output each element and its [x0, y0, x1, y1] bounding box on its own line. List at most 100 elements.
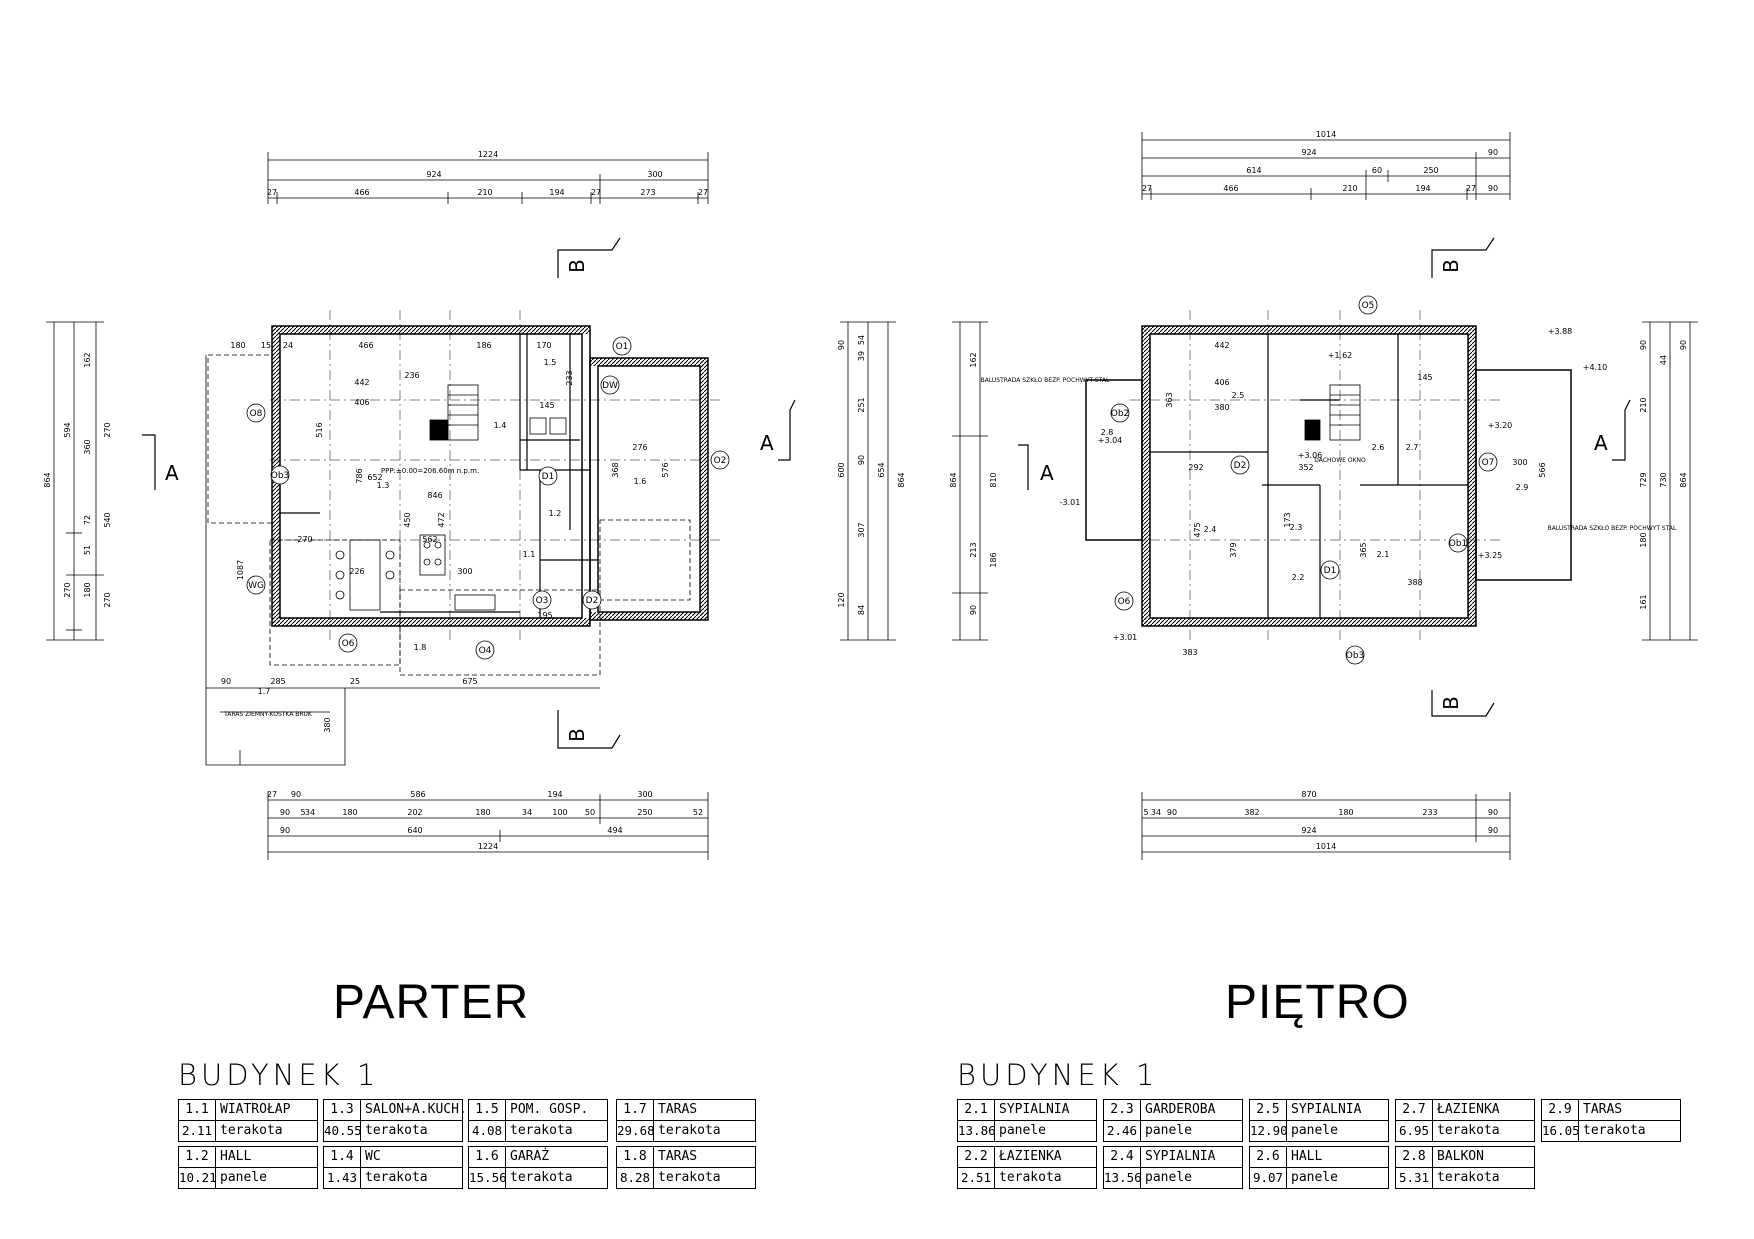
- room-number: 1.7: [623, 1102, 647, 1117]
- room-number: 1.5: [475, 1102, 499, 1117]
- balustrade-label: BALUSTRADA SZKŁO BEZP. POCHWYT STAL: [981, 377, 1110, 384]
- room-finish: terakota: [510, 1170, 573, 1185]
- floor-title-pietro: PIĘTRO: [1225, 976, 1410, 1029]
- room-number: 1.2: [549, 509, 562, 518]
- level-label: +3.01: [1113, 633, 1138, 642]
- dim-label: 27: [1466, 184, 1476, 193]
- room-finish: terakota: [365, 1170, 428, 1185]
- dim-label: 270: [103, 422, 112, 437]
- room-finish: terakota: [220, 1123, 283, 1138]
- room-finish: terakota: [510, 1123, 573, 1138]
- room-finish: panele: [220, 1170, 267, 1185]
- room-number: 1.6: [634, 477, 647, 486]
- dim-label: 180: [342, 808, 357, 817]
- dim-label: 90: [1488, 184, 1498, 193]
- section-b-label: B: [1439, 696, 1463, 710]
- parter-top-dimensions: [267, 152, 709, 204]
- dim-label: 27: [267, 790, 277, 799]
- room-name: BALKON: [1437, 1149, 1484, 1164]
- dim-label: 194: [547, 790, 562, 799]
- dim-label: 27: [1142, 184, 1152, 193]
- terrace-note: TARAS ZIEMNY-KOSTKA BRUK: [223, 711, 313, 718]
- floor-title-parter: PARTER: [333, 976, 530, 1029]
- room-area: 16.05: [1542, 1123, 1580, 1138]
- room-name: SYPIALNIA: [1145, 1149, 1216, 1164]
- dim-label: 307: [857, 522, 866, 537]
- room-number: 2.3: [1110, 1102, 1134, 1117]
- dim-label: 586: [410, 790, 425, 799]
- section-a-label: A: [165, 461, 179, 485]
- pietro-top-dimensions: [1141, 132, 1511, 200]
- dim-label: 90: [1488, 148, 1498, 157]
- dim-label: 161: [1639, 594, 1648, 609]
- dim-label: 186: [989, 552, 998, 567]
- dim-label: 25: [350, 677, 360, 686]
- pietro-bottom-dim-labels: 870 5 34 90 382 180 233 90 924 1014 90: [1143, 790, 1498, 851]
- dim-label: 52: [693, 808, 703, 817]
- level-label: +3.04: [1098, 436, 1123, 445]
- room-number: 2.4: [1204, 525, 1217, 534]
- parter-right-dim-labels: 90 54 39 251 90 307 120 84 600 654 864: [837, 335, 906, 615]
- pietro-plan: 1014 924 90 614 60 250 27 466 210 194 27…: [949, 130, 1698, 860]
- dim-label: 494: [607, 826, 622, 835]
- dim-label: 614: [1246, 166, 1261, 175]
- room-finish: terakota: [365, 1123, 428, 1138]
- dim-label: 60: [1372, 166, 1382, 175]
- marker-label: Ob1: [1449, 539, 1468, 549]
- dim-label: 180: [1639, 532, 1648, 547]
- room-number: 1.7: [258, 687, 271, 696]
- room-number: 2.8: [1101, 428, 1114, 437]
- room-name: SYPIALNIA: [999, 1102, 1070, 1117]
- section-b-label: B: [565, 259, 589, 273]
- section-b-label: B: [1439, 259, 1463, 273]
- parter-furniture: [335, 417, 567, 611]
- dim-label: 251: [857, 397, 866, 412]
- dim-label: 195: [537, 611, 552, 620]
- dim-label: 162: [83, 352, 92, 367]
- building-label-parter: BUDYNEK 1: [178, 1058, 380, 1092]
- dim-label: 388: [1407, 578, 1422, 587]
- room-finish: panele: [1145, 1170, 1192, 1185]
- dim-label: 924: [426, 170, 441, 179]
- level-label: +3.20: [1488, 421, 1513, 430]
- dim-label: 292: [1188, 463, 1203, 472]
- pietro-right-dimensions: [1642, 321, 1698, 641]
- dim-label: 675: [462, 677, 477, 686]
- room-area: 40.55: [324, 1123, 362, 1138]
- dim-label: 870: [1301, 790, 1316, 799]
- dim-label: 285: [270, 677, 285, 686]
- parter-right-dimensions: [840, 321, 896, 641]
- room-number: 1.5: [544, 358, 557, 367]
- level-label: +1.62: [1328, 351, 1353, 360]
- level-label: +3.88: [1548, 327, 1573, 336]
- pietro-walls: [1085, 325, 1572, 627]
- dim-label: 273: [640, 188, 655, 197]
- dim-label: 236: [404, 371, 419, 380]
- room-number: 2.6: [1372, 443, 1385, 452]
- room-name: TARAS: [658, 1149, 698, 1164]
- dim-label: 186: [476, 341, 491, 350]
- room-area: 8.28: [619, 1170, 651, 1185]
- parter-room-labels: 180 15 24 466 236 186 442 406 516 786 84…: [221, 341, 670, 733]
- parter-door-markers: [246, 336, 730, 660]
- dim-label: 360: [83, 439, 92, 454]
- room-number: 2.2: [1292, 573, 1305, 582]
- room-number: 2.5: [1256, 1102, 1280, 1117]
- dim-label: 27: [267, 188, 277, 197]
- room-name: HALL: [1291, 1149, 1323, 1164]
- room-number: 1.4: [330, 1149, 354, 1164]
- dim-label: 145: [1417, 373, 1432, 382]
- dim-label: 27: [698, 188, 708, 197]
- room-name: POM. GOSP.: [510, 1102, 589, 1117]
- dim-label: 924: [1301, 148, 1316, 157]
- room-number: 2.5: [1232, 391, 1245, 400]
- room-area: 29.68: [617, 1123, 655, 1138]
